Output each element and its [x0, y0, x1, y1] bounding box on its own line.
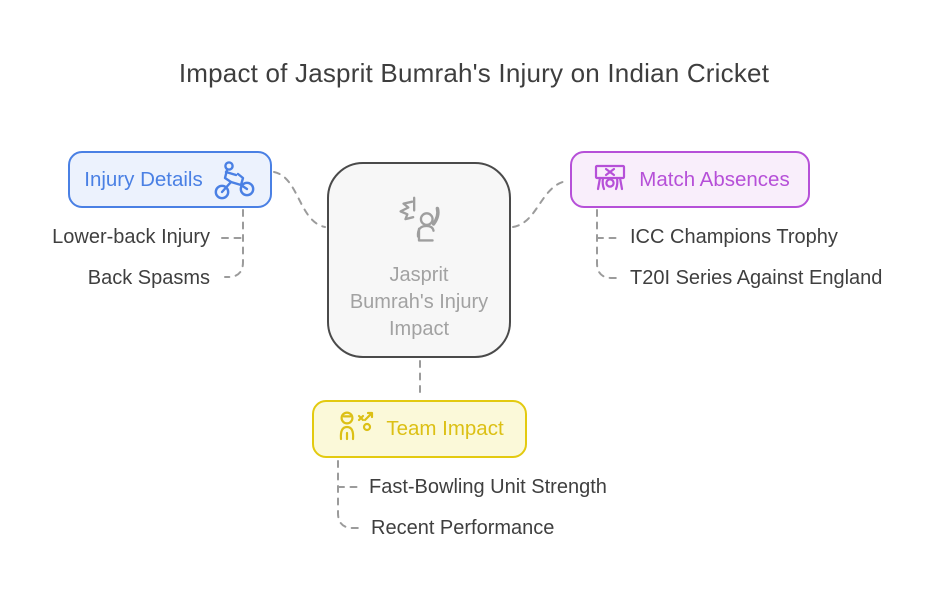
- item-back-spasms[interactable]: Back Spasms: [87, 267, 210, 289]
- branch-injury-details-label: Injury Details: [84, 167, 203, 191]
- page-title: Impact of Jasprit Bumrah's Injury on Ind…: [178, 58, 770, 88]
- item-recent-performance[interactable]: Recent Performance: [371, 517, 555, 539]
- connector-center-to-match: [512, 180, 568, 228]
- spine-match-items: [596, 209, 623, 279]
- item-lower-back-injury[interactable]: Lower-back Injury: [52, 226, 210, 248]
- spine-injury-items: [224, 209, 244, 278]
- bike-crash-icon: [214, 160, 255, 199]
- branch-node-injury-details[interactable]: Injury Details: [68, 151, 272, 208]
- branch-team-impact-label: Team Impact: [386, 417, 504, 440]
- spine-team-items: [337, 460, 361, 529]
- center-node-label: Jasprit Bumrah's Injury Impact: [349, 264, 489, 340]
- branch-node-match-absences[interactable]: Match Absences: [570, 151, 810, 208]
- connector-injury-to-center: [273, 171, 326, 228]
- item-t20i-series[interactable]: T20I Series Against England: [630, 267, 883, 289]
- center-node[interactable]: Jasprit Bumrah's Injury Impact: [327, 162, 511, 358]
- item-icc-champions-trophy[interactable]: ICC Champions Trophy: [630, 226, 838, 248]
- item-fast-bowling-unit-strength[interactable]: Fast-Bowling Unit Strength: [369, 476, 607, 498]
- team-strategy-icon: [340, 411, 374, 441]
- absent-player-icon: [595, 164, 626, 190]
- branch-node-team-impact[interactable]: Team Impact: [312, 400, 527, 458]
- injured-player-icon: [399, 196, 440, 242]
- branch-match-absences-label: Match Absences: [639, 167, 790, 191]
